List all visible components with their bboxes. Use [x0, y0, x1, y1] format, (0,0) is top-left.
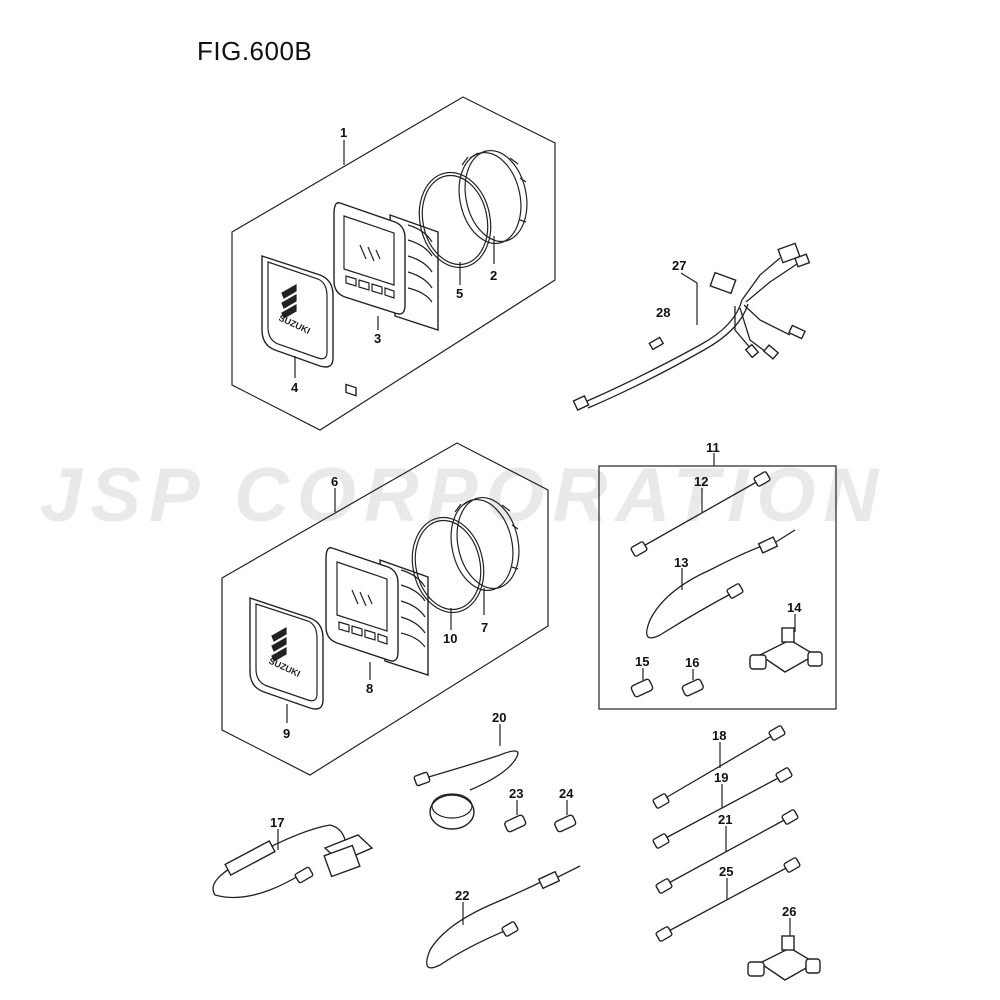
o-ring-10 — [411, 516, 485, 614]
callout-10: 10 — [443, 631, 457, 646]
callout-8: 8 — [366, 681, 373, 696]
cable-module-17 — [212, 824, 374, 899]
kit-11-frame — [598, 465, 837, 710]
figure-title: FIG.600B — [197, 36, 313, 66]
wire-harness-27 — [572, 242, 811, 411]
callout-1: 1 — [340, 125, 347, 140]
callout-26: 26 — [782, 904, 796, 919]
callout-4: 4 — [291, 380, 299, 395]
callout-2: 2 — [490, 268, 497, 283]
kit-1-frame — [231, 96, 556, 431]
callout-13: 13 — [674, 555, 688, 570]
callout-18: 18 — [712, 728, 726, 743]
callout-numbers: 1 2 3 4 5 6 7 8 9 10 11 12 13 14 15 16 1… — [270, 125, 802, 919]
callout-23: 23 — [509, 786, 523, 801]
kit-6-frame — [221, 442, 549, 776]
terminator-16 — [681, 678, 704, 697]
callout-12: 12 — [694, 474, 708, 489]
t-connector-14 — [749, 627, 823, 673]
terminator-15 — [630, 678, 654, 698]
lock-nut-7 — [450, 496, 520, 592]
t-connector-26 — [747, 935, 821, 981]
callout-3: 3 — [374, 331, 381, 346]
backbone-cable-12 — [630, 471, 771, 557]
connector-28 — [648, 336, 665, 351]
power-cable-13 — [646, 529, 796, 639]
callout-27: 27 — [672, 258, 686, 273]
callout-6: 6 — [331, 474, 338, 489]
leader-lines — [277, 140, 796, 936]
terminator-23 — [504, 814, 527, 833]
callout-19: 19 — [714, 770, 728, 785]
callout-15: 15 — [635, 654, 649, 669]
terminator-24 — [554, 814, 577, 833]
watermark: JSP CORPORATION — [40, 453, 887, 538]
callout-25: 25 — [719, 864, 733, 879]
callout-7: 7 — [481, 620, 488, 635]
o-ring-5 — [418, 171, 492, 269]
gauge-display-8 — [325, 547, 429, 676]
drop-cable-18 — [652, 725, 786, 809]
callout-14: 14 — [787, 600, 802, 615]
bezel-cover-9: SUZUKI — [249, 597, 324, 710]
callout-24: 24 — [559, 786, 574, 801]
callout-17: 17 — [270, 815, 284, 830]
callout-21: 21 — [718, 812, 732, 827]
callout-22: 22 — [455, 888, 469, 903]
callout-9: 9 — [283, 726, 290, 741]
callout-28: 28 — [656, 305, 670, 320]
callout-20: 20 — [492, 710, 506, 725]
callout-11: 11 — [706, 440, 720, 455]
power-cable-22 — [426, 865, 581, 969]
gps-antenna-20 — [413, 750, 519, 830]
bezel-cover-4: SUZUKI — [261, 255, 334, 368]
callout-16: 16 — [685, 655, 699, 670]
lock-nut-2 — [458, 149, 528, 245]
gauge-display-3 — [333, 202, 439, 397]
callout-5: 5 — [456, 286, 463, 301]
